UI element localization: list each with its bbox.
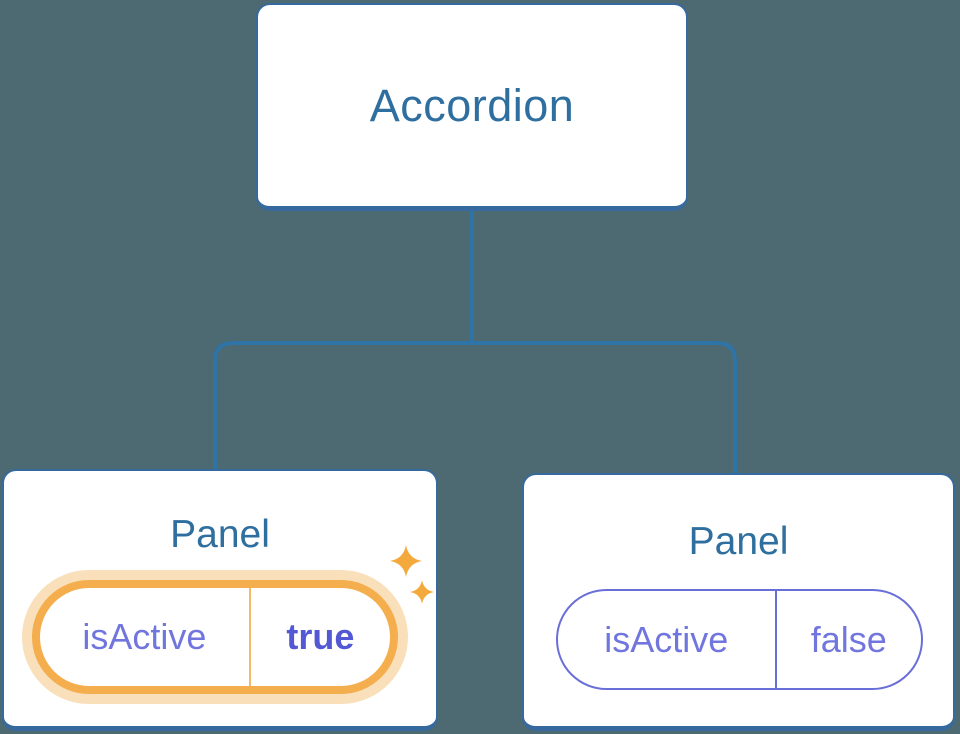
panel-title: Panel [688,520,789,563]
accordion-node: Accordion [256,3,688,211]
state-value-cell: true [251,588,390,686]
sparkle-star-large [390,545,422,577]
state-pill-active: isActive true [32,580,398,694]
accordion-node-label: Accordion [369,79,575,131]
state-name-cell: isActive [558,591,777,688]
sparkle-icon [390,545,434,604]
panel-node-active: Panel isActive true [2,469,438,731]
sparkle-star-small [410,580,434,604]
panel-node-inactive: Panel isActive false [522,473,955,731]
state-name-label: isActive [82,616,207,657]
panel-title: Panel [170,513,270,556]
state-name-label: isActive [604,618,729,660]
state-pill-inactive: isActive false [556,589,923,690]
state-name-cell: isActive [40,588,251,686]
state-value-label: true [286,616,355,657]
state-value-label: false [810,618,887,660]
state-value-cell: false [777,591,921,688]
connector-branch [213,341,737,478]
